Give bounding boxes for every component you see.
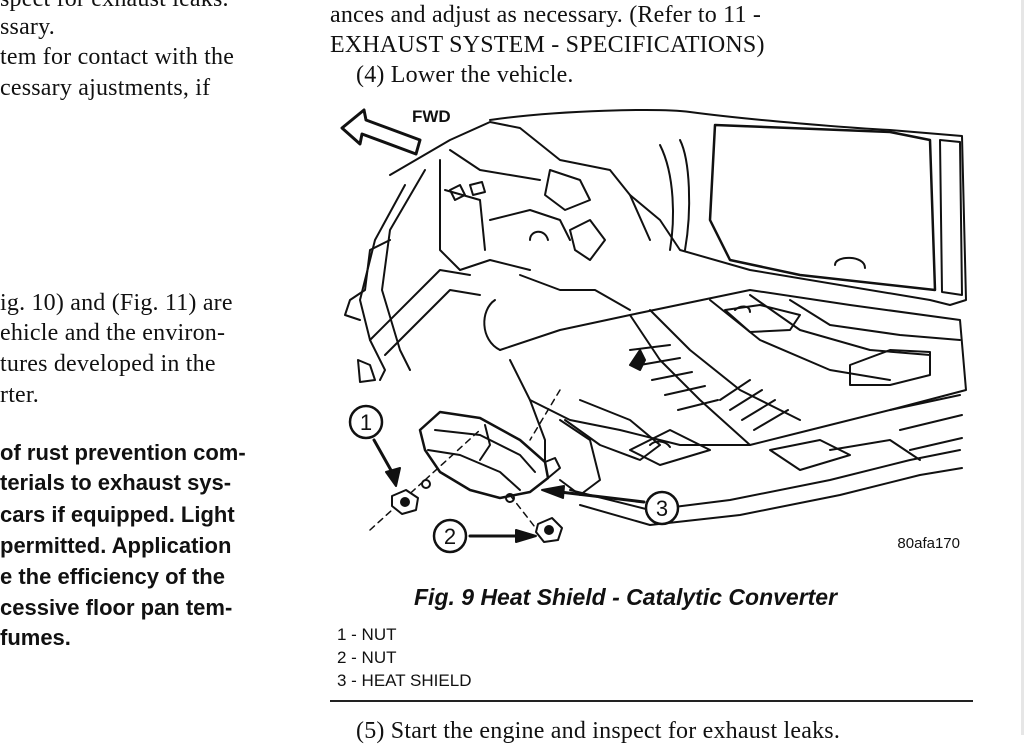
left-text-line: ehicle and the environ- [0, 320, 226, 346]
heat-shield-illustration: 1 2 3 FWD 80afa170 [340, 107, 967, 554]
figure-divider [330, 700, 973, 702]
caution-text-line: terials to exhaust sys- [0, 470, 232, 495]
vehicle-body-outline [489, 109, 967, 306]
caution-text-line: of rust prevention com- [0, 440, 246, 465]
callout-2-circle [432, 518, 468, 554]
left-text-line: ssary. [0, 14, 55, 40]
body-text-line: EXHAUST SYSTEM - SPECIFICATIONS) [330, 32, 765, 58]
nut-2-icon [535, 517, 563, 543]
left-text-line: rter. [0, 382, 39, 408]
page-edge [1021, 0, 1024, 735]
caution-text-line: permitted. Application [0, 533, 232, 558]
left-text-line: cessary ajustments, if [0, 75, 211, 101]
caution-text-line: cessive floor pan tem- [0, 595, 233, 620]
floor-pan [499, 289, 967, 446]
callout-2-label: 2 [444, 524, 456, 549]
legend-item: 2 - NUT [337, 648, 397, 667]
figure-caption: Fig. 9 Heat Shield - Catalytic Converter [414, 584, 838, 610]
step-4-text: (4) Lower the vehicle. [356, 62, 574, 88]
legend-item: 3 - HEAT SHIELD [337, 671, 472, 690]
callout-1-circle [348, 404, 384, 440]
left-text-line: spect for exhaust leaks. [0, 0, 229, 13]
left-text-line: ig. 10) and (Fig. 11) are [0, 290, 233, 316]
callout-3-label: 3 [656, 496, 668, 521]
fwd-label: FWD [412, 107, 451, 126]
forward-arrow-icon [340, 108, 422, 156]
front-structure [389, 121, 651, 241]
callout-3-circle [644, 490, 680, 526]
callout-1-label: 1 [360, 410, 372, 435]
left-text-line: tem for contact with the [0, 44, 235, 70]
legend-item: 1 - NUT [337, 625, 397, 644]
caution-text-line: e the efficiency of the [0, 564, 225, 589]
nut-1-icon [391, 489, 419, 515]
step-5-text: (5) Start the engine and inspect for exh… [356, 718, 841, 744]
caution-text-line: fumes. [0, 625, 71, 650]
body-text-line: ances and adjust as necessary. (Refer to… [330, 2, 762, 28]
left-text-line: tures developed in the [0, 351, 216, 377]
figure-code: 80afa170 [897, 535, 960, 552]
caution-text-line: cars if equipped. Light [0, 502, 235, 527]
